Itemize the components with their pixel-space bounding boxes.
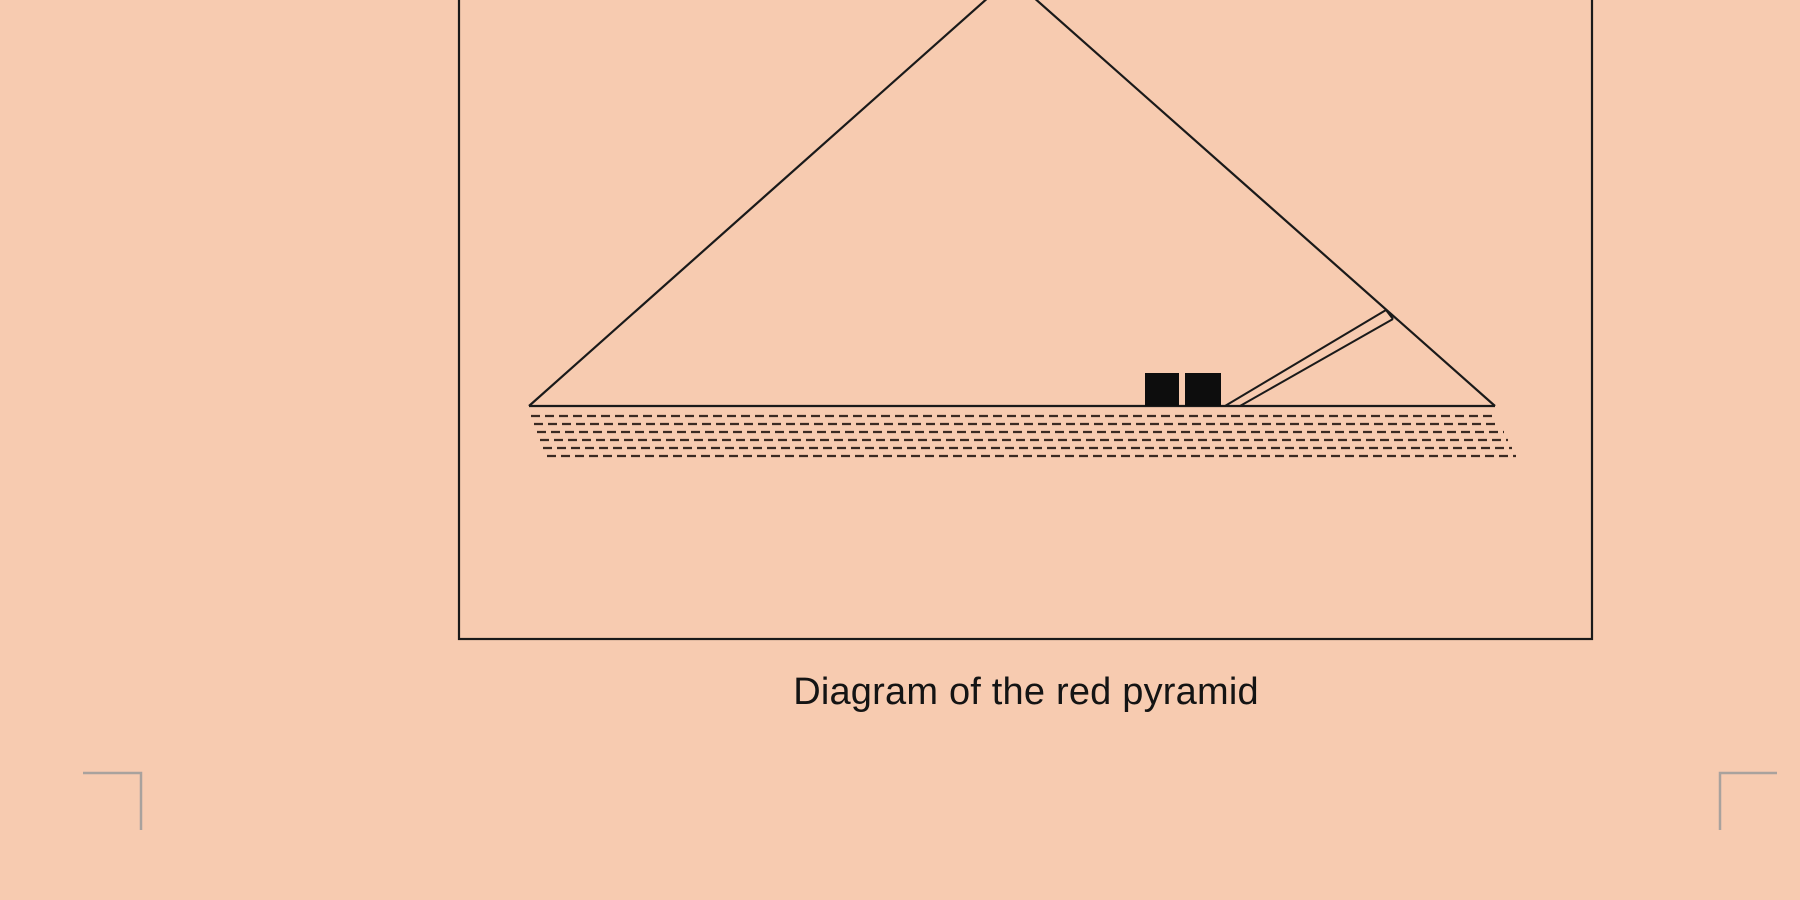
chamber-2 [1185, 373, 1221, 406]
figure-frame [457, 0, 1594, 641]
chambers [1145, 373, 1221, 406]
crop-mark-left [83, 771, 143, 830]
ground-hatching [531, 414, 1516, 458]
entrance-passage [1224, 309, 1394, 407]
pyramid-outline [528, 0, 1496, 407]
crop-mark-right [1718, 771, 1777, 830]
figure-caption: Diagram of the red pyramid [793, 671, 1259, 713]
chamber-1 [1145, 373, 1179, 406]
